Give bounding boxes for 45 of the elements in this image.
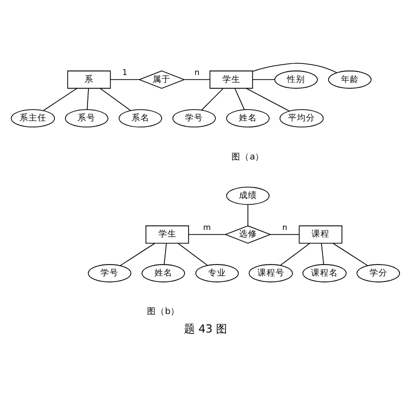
connector [184,78,210,80]
node-ellipse: 学分 [356,264,400,282]
node-ellipse: 课程号 [248,264,293,282]
node-ellipse: 课程名 [302,264,347,282]
connector [164,242,167,264]
node-ellipse: 姓名 [226,108,270,127]
node-ellipse: 年龄 [328,70,372,88]
edge-label: n [194,67,200,76]
node-ellipse: 性别 [274,70,318,88]
label: 图（b） [147,306,180,317]
connector [247,204,248,226]
connector [280,242,310,266]
connector [100,88,132,110]
connector [201,88,224,110]
connector [252,62,338,72]
node-box: 学生 [210,70,253,88]
edge-label: 1 [122,67,128,76]
node-ellipse: 系主任 [10,108,55,127]
connector [252,78,275,80]
node-diamond: 属于 [138,70,186,88]
node-ellipse: 成绩 [226,186,270,204]
connector [86,88,89,110]
connector [110,78,140,80]
edge-label: n [282,222,288,232]
node-diamond: 选修 [224,224,272,244]
edge-label: m [203,222,211,232]
node-box: 学生 [146,224,189,244]
node-ellipse: 专业 [195,264,239,282]
node-ellipse: 学号 [172,108,216,127]
node-ellipse: 姓名 [142,264,186,282]
node-ellipse: 系名 [118,108,162,127]
connector [332,242,368,266]
node-ellipse: 学号 [88,264,132,282]
node-box: 系 [67,70,111,88]
connector [321,242,324,264]
node-ellipse: 系号 [64,108,108,127]
connector [120,242,156,266]
node-ellipse: 平均分 [280,108,324,127]
node-box: 课程 [298,224,342,244]
caption: 题 43 图 [184,322,228,336]
connector [43,88,78,110]
label: 图（a） [232,152,264,162]
connector [178,242,208,266]
connector [234,88,245,110]
connector [246,88,290,111]
